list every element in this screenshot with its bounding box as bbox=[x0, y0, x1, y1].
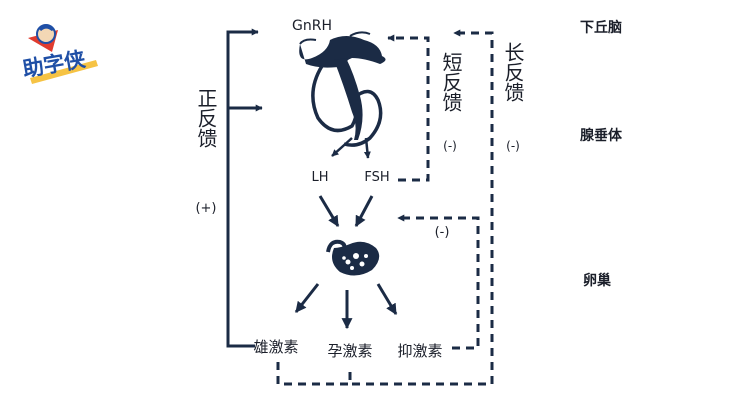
ovary-icon bbox=[326, 239, 380, 276]
hypothalamus-level-label: 下丘脑 bbox=[580, 19, 622, 36]
logo-underline-icon bbox=[30, 60, 98, 84]
positive-feedback-loop bbox=[226, 28, 263, 348]
lh-label: LH bbox=[311, 170, 328, 185]
ovary-level-label: 卵巢 bbox=[583, 272, 612, 289]
ovary-to-inhibin-arrow bbox=[376, 283, 398, 315]
fsh-label: FSH bbox=[364, 170, 389, 185]
androgen-label: 雄激素 bbox=[253, 338, 298, 356]
logo: 助字侠 bbox=[21, 24, 98, 84]
short-feedback-loop bbox=[387, 34, 430, 182]
pituitary-icon bbox=[299, 31, 386, 159]
long-feedback-loop bbox=[348, 29, 494, 386]
hormone-collector-line bbox=[276, 362, 350, 386]
pituitary-level-label: 腺垂体 bbox=[580, 127, 623, 144]
lh-to-ovary-arrow bbox=[318, 195, 340, 227]
positive-feedback-sign: (+) bbox=[195, 201, 216, 216]
positive-feedback-label: 正反馈 bbox=[194, 88, 218, 148]
long-feedback-sign: (-) bbox=[506, 139, 520, 153]
inhibin-label: 抑激素 bbox=[397, 342, 442, 360]
fsh-to-ovary-arrow bbox=[354, 195, 374, 227]
inhibin-feedback-loop bbox=[397, 214, 480, 350]
progesterone-label: 孕激素 bbox=[327, 342, 372, 360]
short-feedback-label: 短反馈 bbox=[439, 52, 463, 112]
long-feedback-label: 长反馈 bbox=[501, 42, 525, 102]
logo-text: 助字侠 bbox=[21, 47, 88, 82]
inhibin-feedback-sign: (-) bbox=[435, 225, 450, 240]
short-feedback-sign: (-) bbox=[443, 139, 457, 153]
ovary-to-androgen-arrow bbox=[294, 283, 320, 313]
gnrh-label: GnRH bbox=[292, 18, 332, 34]
